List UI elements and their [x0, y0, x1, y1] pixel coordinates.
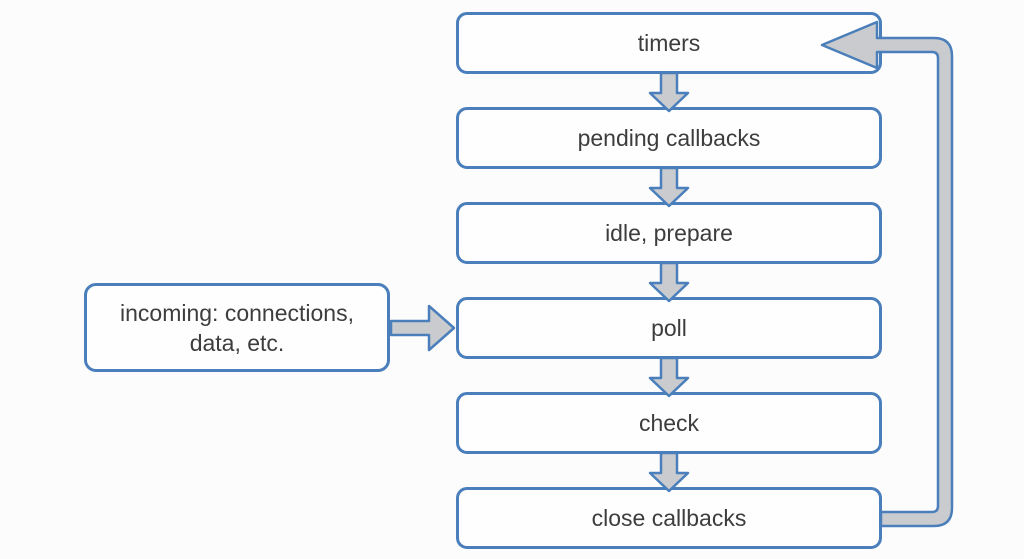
phase-label-timers: timers — [637, 29, 701, 56]
down-arrow-pending-to-idle — [648, 166, 690, 208]
phase-label-idle-prepare: idle, prepare — [605, 219, 733, 246]
incoming-box-line2: data, etc. — [189, 329, 285, 356]
phase-box-check: check — [456, 392, 882, 454]
phase-box-pending-callbacks: pending callbacks — [456, 107, 882, 169]
phase-box-close-callbacks: close callbacks — [456, 487, 882, 549]
phase-label-pending-callbacks: pending callbacks — [577, 124, 761, 151]
down-arrow-check-to-close — [648, 451, 690, 493]
incoming-box: incoming: connections, data, etc. — [84, 283, 390, 372]
incoming-arrow — [389, 304, 456, 352]
incoming-box-line1: incoming: connections, — [120, 299, 354, 326]
down-arrow-idle-to-poll — [648, 261, 690, 303]
phase-label-poll: poll — [651, 314, 687, 341]
phase-label-close-callbacks: close callbacks — [591, 504, 747, 531]
phase-box-poll: poll — [456, 297, 882, 359]
phase-label-check: check — [638, 409, 700, 436]
phase-box-idle-prepare: idle, prepare — [456, 202, 882, 264]
down-arrow-timers-to-pending — [648, 71, 690, 113]
phase-box-timers: timers — [456, 12, 882, 74]
down-arrow-poll-to-check — [648, 356, 690, 398]
